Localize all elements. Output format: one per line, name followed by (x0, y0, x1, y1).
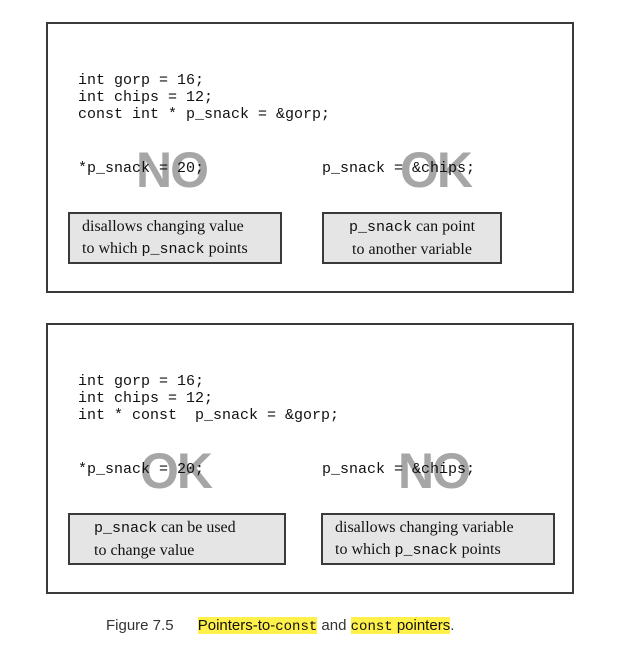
note-can-point-elsewhere: p_snack can point to another variable (322, 212, 502, 264)
verdict-ok-watermark: OK (400, 142, 473, 198)
caption-conjunction: and (317, 617, 351, 634)
panel-const-pointer: int gorp = 16; int chips = 12; int * con… (46, 323, 574, 594)
statement-pointer-assign: OK p_snack = &chips; (320, 145, 540, 195)
code-declarations: int gorp = 16; int chips = 12; int * con… (78, 373, 340, 424)
statement-code: *p_snack = 20; (78, 461, 205, 478)
note-line: p_snack can point (348, 218, 476, 236)
statement-deref-assign: NO *p_snack = 20; (76, 145, 256, 195)
note-line: disallows changing variable (335, 519, 514, 536)
note-disallows-variable-change: disallows changing variable to which p_s… (321, 513, 555, 565)
note-line: disallows changing value (82, 218, 244, 235)
caption-period: . (450, 617, 455, 634)
verdict-ok-watermark: OK (140, 443, 213, 499)
note-line: to which p_snack points (335, 541, 501, 559)
verdict-no-watermark: NO (136, 142, 209, 198)
panel-pointer-to-const: int gorp = 16; int chips = 12; const int… (46, 22, 574, 293)
highlight-pointers-to-const: Pointers-to-const (197, 617, 318, 635)
figure-caption: Figure 7.5 Pointers-to-const and const p… (106, 617, 454, 635)
note-line: to change value (94, 542, 195, 559)
note-line: p_snack can be used (94, 519, 236, 537)
statement-pointer-assign: NO p_snack = &chips; (320, 446, 540, 496)
note-can-change-value: p_snack can be used to change value (68, 513, 286, 565)
statement-code: p_snack = &chips; (322, 160, 476, 177)
verdict-no-watermark: NO (398, 443, 471, 499)
figure-label: Figure 7.5 (106, 617, 174, 634)
highlight-const-pointers: const pointers (350, 617, 451, 635)
note-line: to which p_snack points (82, 240, 248, 258)
statement-deref-assign: OK *p_snack = 20; (76, 446, 256, 496)
note-line: to another variable (352, 241, 472, 258)
code-declarations: int gorp = 16; int chips = 12; const int… (78, 72, 331, 123)
note-disallows-value-change: disallows changing value to which p_snac… (68, 212, 282, 264)
statement-code: p_snack = &chips; (322, 461, 476, 478)
statement-code: *p_snack = 20; (78, 160, 205, 177)
